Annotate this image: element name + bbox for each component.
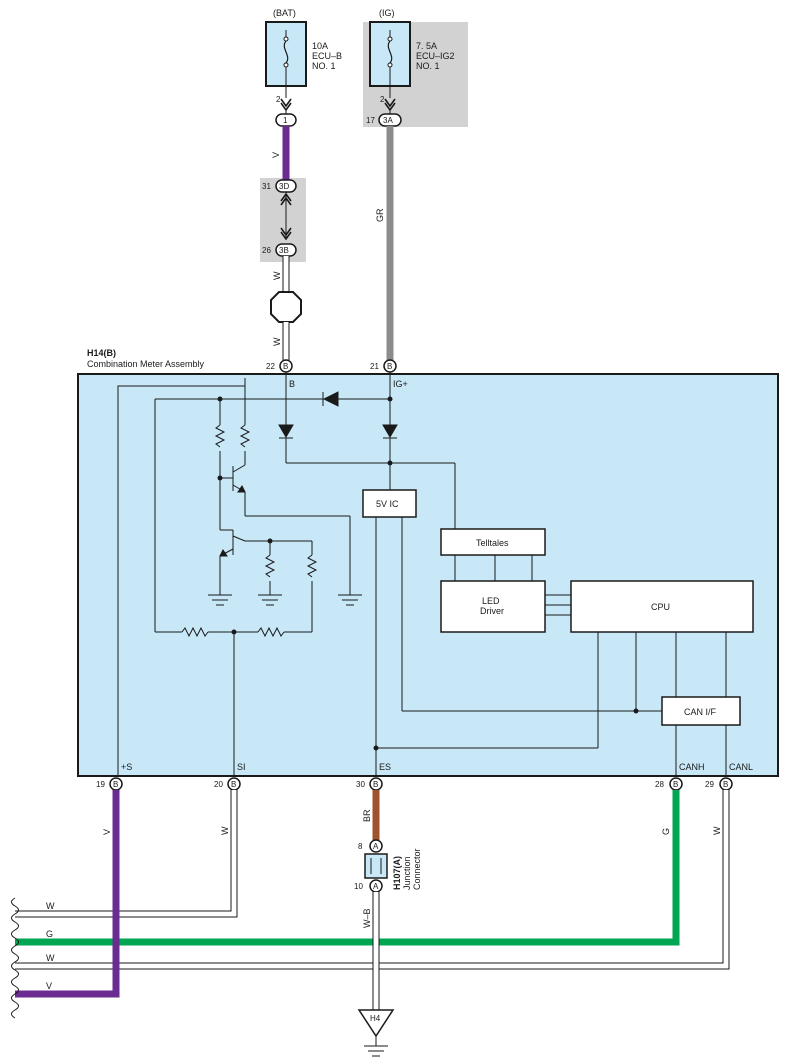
wire-w-si-label: W	[220, 826, 230, 835]
fuse-bat-name2: NO. 1	[312, 61, 336, 71]
meter-pin-20-num: 20	[214, 780, 223, 789]
junction-h107-bot-conn: A	[373, 882, 379, 891]
block-telltales-label: Telltales	[476, 538, 509, 548]
wire-w-si	[15, 790, 237, 917]
meter-id: H14(B)	[87, 348, 116, 358]
meter-pin-label-canh: CANH	[679, 762, 705, 772]
junction-h107-top	[369, 839, 383, 853]
connector-3a-pin: 17	[366, 116, 375, 125]
connector-1-label: 1	[283, 116, 288, 125]
junction-3: 31 3D 26 3B	[262, 179, 297, 257]
block-5v-ic-label: 5V IC	[376, 499, 399, 509]
wire-wb-label: W–B	[362, 908, 372, 928]
meter-internal-circuit	[154, 372, 727, 776]
meter-pin-29-conn: B	[723, 780, 728, 789]
meter-pin-label-es: ES	[379, 762, 391, 772]
junction-connector-h107: 8 A 10 A H107(A) Junction Connector	[354, 839, 422, 893]
meter-bottom-pins: 19 B 20 B 30 B 28 B 29 B	[96, 777, 733, 791]
wire-v-top-label: V	[271, 152, 281, 158]
fuse-ig-name1: ECU–IG2	[416, 51, 455, 61]
block-can-if-label: CAN I/F	[684, 707, 717, 717]
meter-pin-19-num: 19	[96, 780, 105, 789]
meter-pin-label-s: +S	[121, 762, 132, 772]
meter-pin-28-conn: B	[673, 780, 678, 789]
block-led-label-2: Driver	[480, 606, 504, 616]
meter-pin-30-conn: B	[373, 780, 378, 789]
block-led-label-1: LED	[482, 596, 500, 606]
block-5v-ic	[362, 489, 417, 518]
fuse-bat-pin: 2	[276, 95, 281, 104]
connector-3b-label: 3B	[279, 246, 289, 255]
break-line	[11, 897, 19, 1019]
junction-h107-line1: Junction	[402, 856, 412, 890]
ground-h4-label: H4	[370, 1014, 381, 1023]
fuse-bat-rating: 10A	[312, 41, 328, 51]
fuse-ig-pin: 2	[380, 95, 385, 104]
junction-h107-bot-pin: 10	[354, 882, 363, 891]
junction-h107-top-pin: 8	[358, 842, 363, 851]
meter-pin-21-conn: B	[387, 362, 392, 371]
wire-gr-label: GR	[375, 208, 385, 222]
bus-label-g: G	[46, 929, 53, 939]
junction-3-plug-down	[280, 227, 292, 241]
meter-pin-20-conn: B	[231, 780, 236, 789]
junction-h107-id: H107(A)	[392, 856, 402, 890]
meter-s-line	[117, 385, 246, 776]
meter-pin-label-si: SI	[237, 762, 246, 772]
connector-3d-label: 3D	[279, 182, 289, 191]
block-cpu	[570, 580, 754, 633]
wire-w-lower-label: W	[272, 337, 282, 346]
wire-g-canh	[15, 790, 680, 946]
junction-3-top-pin: 31	[262, 182, 271, 191]
wire-w-canl-label: W	[712, 826, 722, 835]
meter-pin-label-igplus: IG+	[393, 379, 408, 389]
meter-pin-28-num: 28	[655, 780, 664, 789]
junction-h107-body	[364, 853, 388, 879]
meter-pin-22-conn: B	[283, 362, 288, 371]
fuse-bat-source: (BAT)	[273, 8, 296, 18]
meter-pin-label-b: B	[289, 379, 295, 389]
fuse-bat-plug	[280, 98, 292, 112]
meter-pin-30-num: 30	[356, 780, 365, 789]
block-telltales	[440, 528, 546, 556]
junction-h107-line2: Connector	[412, 848, 422, 890]
connector-3a-label: 3A	[383, 116, 393, 125]
junction-h107-top-conn: A	[373, 842, 379, 851]
wire-w-canl	[15, 790, 729, 969]
wire-v-bottom-label: V	[102, 829, 112, 835]
wire-w-upper-label: W	[272, 271, 282, 280]
ground-h4: H4	[357, 1009, 395, 1057]
fuse-ig-name2: NO. 1	[416, 61, 440, 71]
wire-v-bottom	[15, 790, 120, 998]
meter-pin-22-num: 22	[266, 362, 275, 371]
junction-3-bot-pin: 26	[262, 246, 271, 255]
meter-pin-29-num: 29	[705, 780, 714, 789]
splice-octagon	[270, 291, 302, 323]
fuse-bat-symbol	[283, 40, 289, 64]
block-can-if	[661, 696, 741, 726]
fuse-ig-symbol	[387, 40, 393, 64]
fuse-bat-name1: ECU–B	[312, 51, 342, 61]
bus-label-w1: W	[46, 901, 55, 911]
meter-pin-19-conn: B	[113, 780, 118, 789]
fuse-ig: (IG) 7. 5A ECU–IG2 NO. 1 2 17 3A	[366, 8, 455, 127]
meter-pin-label-canl: CANL	[729, 762, 753, 772]
fuse-ig-source: (IG)	[379, 8, 395, 18]
wire-g-canh-label: G	[661, 828, 671, 835]
block-led-driver	[440, 580, 546, 633]
meter-pin-21-num: 21	[370, 362, 379, 371]
ground-h4-triangle	[357, 1009, 395, 1038]
bus-label-v: V	[46, 981, 52, 991]
block-cpu-label: CPU	[651, 602, 670, 612]
bus-label-w2: W	[46, 953, 55, 963]
junction-3-plug-up	[280, 192, 292, 206]
fuse-bat: (BAT) 10A ECU–B NO. 1 2 1	[265, 8, 342, 127]
fuse-ig-rating: 7. 5A	[416, 41, 437, 51]
meter-name: Combination Meter Assembly	[87, 359, 205, 369]
wire-br-label: BR	[362, 809, 372, 822]
